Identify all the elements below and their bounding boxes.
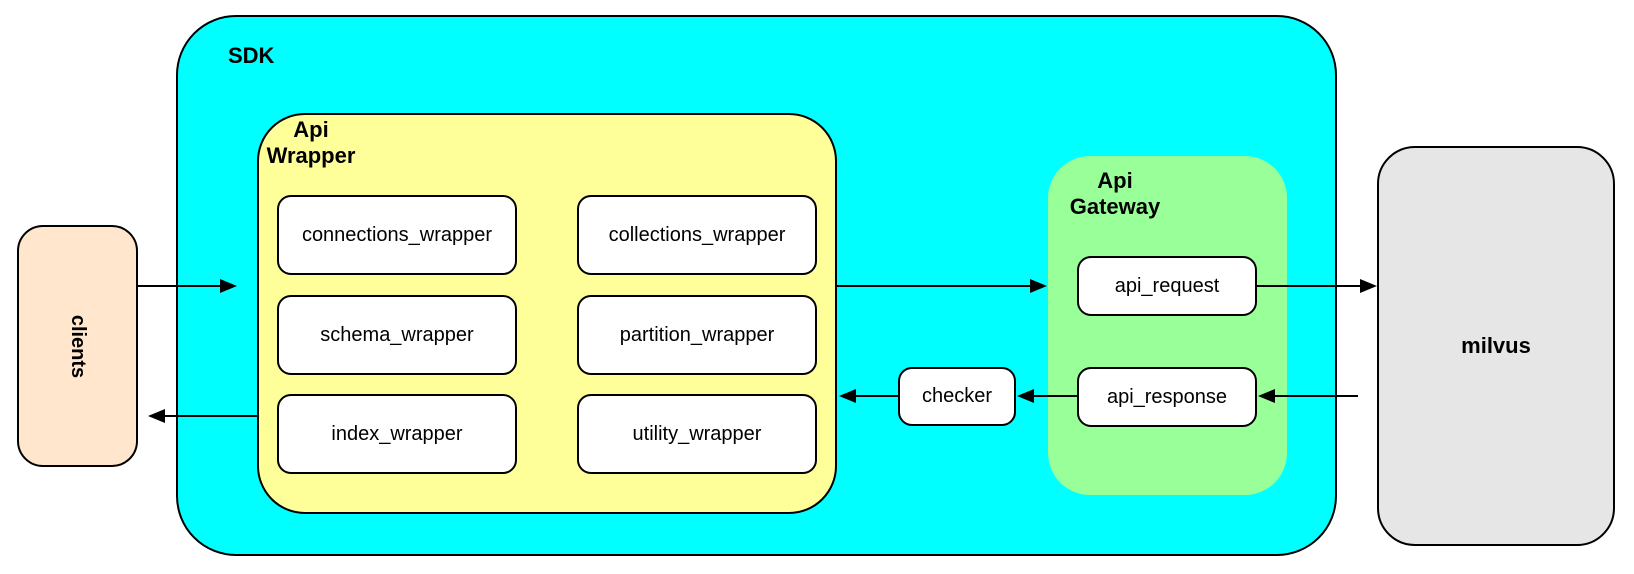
node-label: api_request bbox=[1114, 274, 1220, 297]
module-utility-wrapper: utility_wrapper bbox=[577, 394, 817, 474]
arrow-milvus-to-api-response bbox=[1258, 389, 1358, 403]
module-index-wrapper: index_wrapper bbox=[277, 394, 517, 474]
node-label: partition_wrapper bbox=[619, 323, 775, 346]
clients-node: clients bbox=[17, 225, 138, 467]
arrow-sdk-to-clients bbox=[148, 409, 257, 423]
api-wrapper-label: Api Wrapper bbox=[261, 117, 361, 169]
api-gateway-container bbox=[1048, 156, 1287, 495]
module-collections-wrapper: collections_wrapper bbox=[577, 195, 817, 275]
api-request-node: api_request bbox=[1077, 256, 1257, 316]
module-schema-wrapper: schema_wrapper bbox=[277, 295, 517, 375]
arrow-api-wrapper-to-api-gateway bbox=[837, 279, 1047, 293]
arrow-checker-to-api-wrapper bbox=[839, 389, 898, 403]
api-response-node: api_response bbox=[1077, 367, 1257, 427]
checker-node: checker bbox=[898, 367, 1016, 426]
arrow-api-response-to-checker bbox=[1017, 389, 1077, 403]
module-partition-wrapper: partition_wrapper bbox=[577, 295, 817, 375]
node-label: utility_wrapper bbox=[632, 422, 762, 445]
module-connections-wrapper: connections_wrapper bbox=[277, 195, 517, 275]
api-gateway-label-line1: Api bbox=[1097, 168, 1133, 193]
api-gateway-label: Api Gateway bbox=[1065, 168, 1165, 220]
api-gateway-label-line2: Gateway bbox=[1069, 194, 1161, 219]
node-label: checker bbox=[921, 385, 993, 407]
arrow-clients-to-sdk bbox=[138, 279, 237, 293]
milvus-label: milvus bbox=[1461, 333, 1531, 358]
sdk-label: SDK bbox=[228, 43, 275, 68]
api-wrapper-label-line1: Api bbox=[293, 117, 329, 142]
api-wrapper-label-line2: Wrapper bbox=[266, 143, 356, 168]
clients-label: clients bbox=[66, 314, 89, 378]
node-label: index_wrapper bbox=[331, 422, 463, 445]
node-label: schema_wrapper bbox=[320, 323, 474, 346]
arrow-api-request-to-milvus bbox=[1257, 279, 1377, 293]
node-label: api_response bbox=[1106, 385, 1228, 408]
milvus-node: milvus bbox=[1377, 146, 1615, 546]
node-label: connections_wrapper bbox=[301, 223, 493, 246]
node-label: collections_wrapper bbox=[608, 223, 786, 246]
